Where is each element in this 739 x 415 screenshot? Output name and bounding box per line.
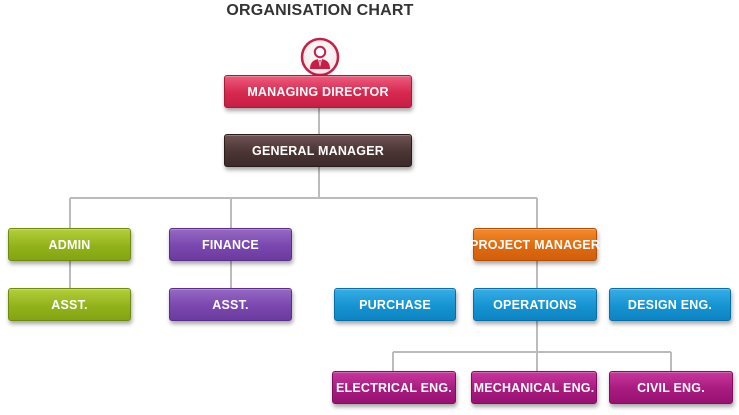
chart-title: ORGANISATION CHART (226, 2, 414, 19)
operations-box[interactable]: OPERATIONS (473, 288, 597, 321)
finance-asst-box[interactable]: ASST. (169, 288, 292, 321)
managing-director-box[interactable]: MANAGING DIRECTOR (224, 75, 412, 108)
electrical-eng-box[interactable]: ELECTRICAL ENG. (332, 371, 456, 404)
project-manager-label: PROJECT MANAGER (469, 237, 601, 252)
finance-label: FINANCE (202, 237, 259, 252)
general-manager-box[interactable]: GENERAL MANAGER (224, 134, 412, 167)
civil-eng-label: CIVIL ENG. (637, 380, 705, 395)
person-icon (300, 37, 340, 77)
managing-director-label: MANAGING DIRECTOR (247, 84, 389, 99)
finance-asst-label: ASST. (212, 297, 249, 312)
admin-asst-box[interactable]: ASST. (8, 288, 131, 321)
civil-eng-box[interactable]: CIVIL ENG. (609, 371, 733, 404)
design-eng-box[interactable]: DESIGN ENG. (609, 288, 731, 321)
admin-asst-label: ASST. (51, 297, 88, 312)
admin-label: ADMIN (48, 237, 91, 252)
operations-label: OPERATIONS (493, 297, 577, 312)
mechanical-eng-box[interactable]: MECHANICAL ENG. (471, 371, 597, 404)
mechanical-eng-label: MECHANICAL ENG. (473, 380, 595, 395)
purchase-label: PURCHASE (359, 297, 431, 312)
general-manager-label: GENERAL MANAGER (252, 143, 384, 158)
purchase-box[interactable]: PURCHASE (334, 288, 456, 321)
electrical-eng-label: ELECTRICAL ENG. (336, 380, 452, 395)
finance-box[interactable]: FINANCE (169, 228, 292, 261)
admin-box[interactable]: ADMIN (8, 228, 131, 261)
design-eng-label: DESIGN ENG. (627, 297, 713, 312)
project-manager-box[interactable]: PROJECT MANAGER (469, 228, 601, 261)
